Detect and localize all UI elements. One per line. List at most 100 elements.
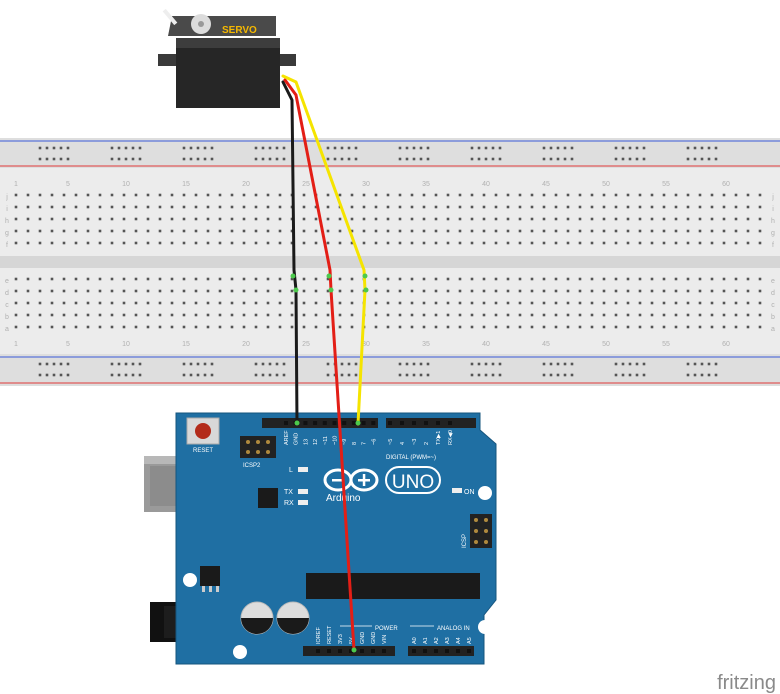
- header-pin[interactable]: [388, 421, 392, 425]
- yellow-wire[interactable]: [281, 74, 367, 426]
- header-pin[interactable]: [342, 421, 347, 425]
- breadboard-hole: [498, 362, 502, 366]
- header-pin[interactable]: [467, 649, 471, 653]
- breadboard-hole: [398, 313, 402, 317]
- breadboard-hole: [614, 193, 618, 197]
- breadboard-hole: [158, 313, 162, 317]
- col-num-bottom: 40: [482, 341, 490, 348]
- header-pin[interactable]: [400, 421, 404, 425]
- breadboard-hole: [482, 205, 486, 209]
- breadboard-hole: [506, 289, 510, 293]
- breadboard-hole: [146, 313, 150, 317]
- breadboard-hole: [578, 241, 582, 245]
- breadboard-hole: [62, 193, 66, 197]
- breadboard-hole: [14, 217, 18, 221]
- breadboard-hole: [434, 301, 438, 305]
- breadboard-hole: [635, 146, 639, 150]
- header-pin[interactable]: [360, 649, 364, 653]
- breadboard-hole: [698, 241, 702, 245]
- header-pin[interactable]: [412, 649, 416, 653]
- pin-label: 3V3: [338, 634, 344, 644]
- breadboard-hole: [494, 241, 498, 245]
- breadboard-hole: [734, 217, 738, 221]
- breadboard-hole: [278, 193, 282, 197]
- reset-button[interactable]: [186, 417, 220, 445]
- header-pin[interactable]: [303, 421, 308, 425]
- breadboard-hole: [86, 325, 90, 329]
- header-pin[interactable]: [412, 421, 416, 425]
- breadboard-hole: [230, 325, 234, 329]
- breadboard-hole: [338, 313, 342, 317]
- breadboard-hole: [494, 277, 498, 281]
- col-num-top: 20: [242, 181, 250, 188]
- breadboard-hole: [110, 217, 114, 221]
- breadboard-hole: [746, 229, 750, 233]
- breadboard-hole: [674, 325, 678, 329]
- breadboard-hole: [746, 301, 750, 305]
- header-pin[interactable]: [436, 421, 440, 425]
- red-wire[interactable]: [283, 78, 356, 652]
- header-pin[interactable]: [382, 649, 386, 653]
- breadboard-hole: [566, 325, 570, 329]
- header-pin[interactable]: [424, 421, 428, 425]
- breadboard-hole: [686, 313, 690, 317]
- breadboard-hole: [124, 373, 128, 377]
- header-pin[interactable]: [361, 421, 366, 425]
- breadboard-hole: [422, 193, 426, 197]
- breadboard-hole: [566, 205, 570, 209]
- breadboard-hole: [203, 373, 207, 377]
- row-letter: b: [771, 314, 775, 321]
- led-rx-label: RX: [284, 500, 294, 507]
- breadboard-hole: [602, 277, 606, 281]
- breadboard-hole: [626, 277, 630, 281]
- breadboard-hole: [86, 193, 90, 197]
- breadboard-hole: [614, 277, 618, 281]
- breadboard-hole: [282, 157, 286, 161]
- breadboard-hole: [210, 373, 214, 377]
- breadboard-hole: [194, 205, 198, 209]
- header-pin[interactable]: [349, 649, 353, 653]
- black-wire[interactable]: [281, 80, 299, 426]
- breadboard-hole: [196, 157, 200, 161]
- breadboard-hole: [218, 277, 222, 281]
- breadboard-hole: [662, 193, 666, 197]
- breadboard-hole: [405, 146, 409, 150]
- header-pin[interactable]: [448, 421, 452, 425]
- header-pin[interactable]: [351, 421, 356, 425]
- breadboard-hole: [62, 229, 66, 233]
- breadboard-hole: [686, 241, 690, 245]
- breadboard-hole: [482, 277, 486, 281]
- breadboard-hole: [290, 289, 294, 293]
- header-pin[interactable]: [284, 421, 288, 425]
- header-pin[interactable]: [316, 649, 320, 653]
- header-pin[interactable]: [313, 421, 318, 425]
- header-pin[interactable]: [456, 649, 460, 653]
- header-pin[interactable]: [445, 649, 449, 653]
- breadboard-hole: [542, 146, 546, 150]
- breadboard-hole: [662, 301, 666, 305]
- breadboard-hole: [563, 146, 567, 150]
- breadboard-hole: [122, 301, 126, 305]
- header-pin[interactable]: [332, 421, 337, 425]
- breadboard-hole: [254, 193, 258, 197]
- breadboard-hole: [707, 373, 711, 377]
- breadboard-hole: [494, 301, 498, 305]
- breadboard-hole: [340, 362, 344, 366]
- breadboard-hole: [722, 325, 726, 329]
- breadboard-hole: [50, 301, 54, 305]
- header-pin[interactable]: [371, 649, 375, 653]
- breadboard-hole: [470, 289, 474, 293]
- breadboard-hole: [494, 217, 498, 221]
- header-pin[interactable]: [371, 421, 376, 425]
- breadboard-hole: [542, 301, 546, 305]
- breadboard-hole: [494, 325, 498, 329]
- header-pin[interactable]: [327, 649, 331, 653]
- header-pin[interactable]: [322, 421, 327, 425]
- header-pin[interactable]: [434, 649, 438, 653]
- breadboard-hole: [38, 146, 42, 150]
- breadboard-hole: [242, 229, 246, 233]
- header-pin[interactable]: [338, 649, 342, 653]
- header-pin[interactable]: [423, 649, 427, 653]
- mounting-hole: [183, 573, 197, 587]
- breadboard-hole: [686, 157, 690, 161]
